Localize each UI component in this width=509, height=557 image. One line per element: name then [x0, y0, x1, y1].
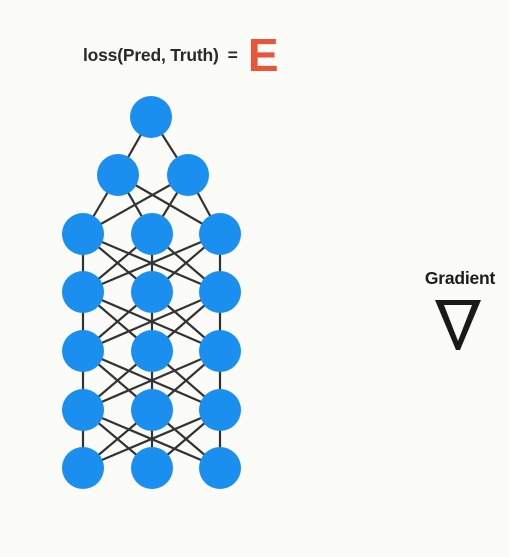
network-nodes: [62, 96, 241, 489]
network-node: [167, 154, 209, 196]
network-node: [62, 447, 104, 489]
network-node: [131, 447, 173, 489]
network-node: [131, 213, 173, 255]
network-node: [62, 389, 104, 431]
network-node: [62, 330, 104, 372]
network-node: [131, 330, 173, 372]
network-node: [130, 96, 172, 138]
network-node: [131, 389, 173, 431]
network-node: [62, 271, 104, 313]
network-edge: [82, 232, 221, 294]
network-node: [62, 213, 104, 255]
equals-sign: =: [227, 44, 238, 65]
network-node: [199, 271, 241, 313]
error-symbol: E: [247, 29, 279, 81]
network-edge: [82, 290, 221, 353]
network-node: [97, 154, 139, 196]
nabla-icon: [435, 300, 481, 350]
gradient-label: Gradient: [424, 268, 496, 288]
network-node: [199, 389, 241, 431]
loss-equation: loss(Pred, Truth) = E: [83, 26, 279, 84]
network-edge: [82, 408, 221, 470]
network-node: [199, 447, 241, 489]
network-node: [199, 213, 241, 255]
loss-function-label: loss(Pred, Truth): [83, 44, 219, 65]
network-node: [199, 330, 241, 372]
network-edge: [82, 349, 221, 412]
network-node: [131, 271, 173, 313]
